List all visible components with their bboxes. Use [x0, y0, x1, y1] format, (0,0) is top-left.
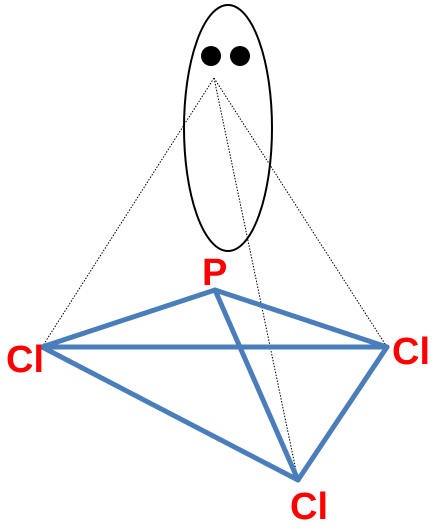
edge-cl-left-cl-bottom [39, 344, 301, 483]
bonds [39, 287, 390, 483]
lone-pair-electron-right [230, 46, 250, 66]
atom-label-chlorine-right: Cl [392, 331, 430, 373]
guide-line-to-left-cl [41, 77, 215, 348]
lone-pair-electron-left [201, 46, 221, 66]
edge-cl-right-cl-bottom [295, 344, 390, 483]
bond-p-cl-left [39, 287, 218, 350]
atom-label-chlorine-left: Cl [6, 339, 44, 381]
bond-p-cl-bottom [212, 287, 301, 483]
bond-p-cl-right [212, 287, 390, 350]
lone-pair-orbital [183, 4, 273, 252]
guide-line-to-bottom-cl [213, 77, 299, 481]
atom-label-chlorine-bottom: Cl [290, 486, 328, 528]
guide-line-to-right-cl [213, 77, 388, 348]
atom-label-phosphorus: P [202, 252, 227, 294]
